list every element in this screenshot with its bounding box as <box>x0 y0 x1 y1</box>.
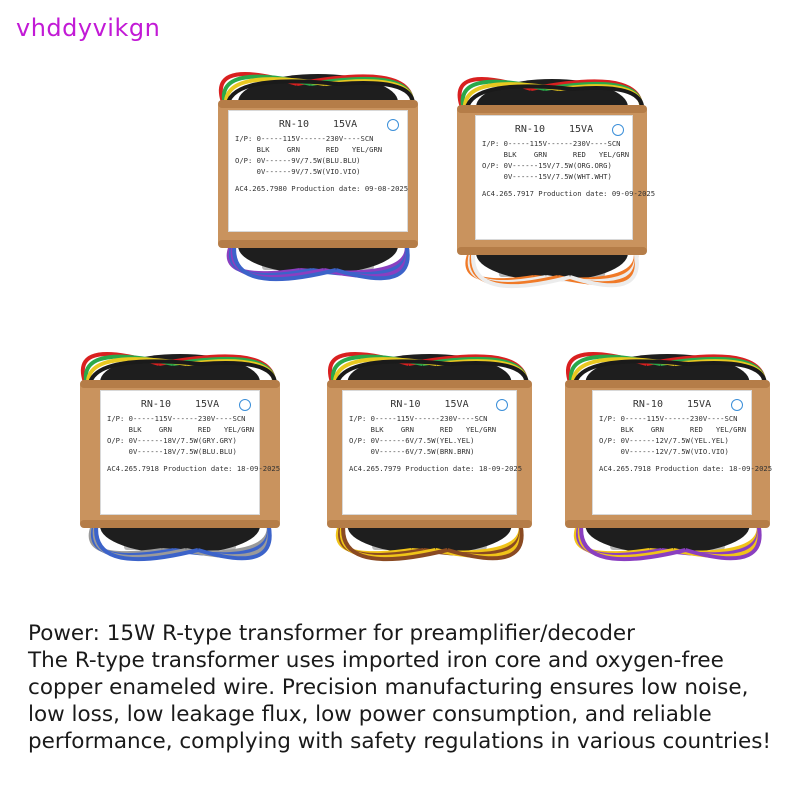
spec-label: RN-10 15VA I/P: 0-----115V------230V----S… <box>475 115 656 240</box>
power-rating: 15VA <box>687 399 712 410</box>
description-line: copper enameled wire. Precision manufact… <box>28 675 749 700</box>
output-spec-2: 0V------6V/7.5W(BRN.BRN) <box>349 447 475 456</box>
production-info: AC4.265.7918 Production date: 18-09-2025 <box>599 464 773 473</box>
output-wire <box>197 515 272 561</box>
model-name: RN-10 <box>390 399 421 410</box>
input-wire-colors: BLK GRN RED YEL/GRN <box>599 425 747 434</box>
input-spec: I/P: 0-----115V------230V----SCN <box>349 414 488 423</box>
output-wire <box>579 515 686 562</box>
production-info: AC4.265.7980 Production date: 09-08-2025 <box>235 184 409 193</box>
output-spec-1: O/P: 0V------9V/7.5W(BLU.BLU) <box>235 156 361 165</box>
output-wire <box>471 242 571 289</box>
model-name: RN-10 <box>140 399 171 410</box>
output-wire <box>684 515 762 561</box>
model-name: RN-10 <box>278 119 309 130</box>
input-spec: I/P: 0-----115V------230V----SCN <box>599 414 738 423</box>
production-info: AC4.265.7918 Production date: 18-09-2025 <box>107 464 281 473</box>
power-rating: 15VA <box>444 399 469 410</box>
output-wire <box>341 515 448 562</box>
output-spec-2: 0V------15V/7.5W(WHT.WHT) <box>482 172 612 181</box>
input-spec: I/P: 0-----115V------230V----SCN <box>235 134 374 143</box>
input-spec: I/P: 0-----115V------230V----SCN <box>107 414 246 423</box>
input-spec: I/P: 0-----115V------230V----SCN <box>482 139 621 148</box>
input-wire-colors: BLK GRN RED YEL/GRN <box>235 145 383 154</box>
input-wire-colors: BLK GRN RED YEL/GRN <box>349 425 497 434</box>
output-spec-2: 0V------12V/7.5W(VIO.VIO) <box>599 447 729 456</box>
model-rating: RN-10 15VA <box>599 399 745 410</box>
description-line: performance, complying with safety regul… <box>28 729 772 754</box>
output-spec-1: O/P: 0V------18V/7.5W(GRY.GRY) <box>107 436 237 445</box>
certification-logo-icon <box>239 399 251 411</box>
model-name: RN-10 <box>514 124 545 135</box>
certification-logo-icon <box>731 399 743 411</box>
power-rating: 15VA <box>333 119 358 130</box>
output-spec-1: O/P: 0V------12V/7.5W(YEL.YEL) <box>599 436 729 445</box>
description-line: low loss, low leakage flux, low power co… <box>28 702 712 727</box>
output-wire <box>94 515 199 562</box>
output-spec-2: 0V------9V/7.5W(VIO.VIO) <box>235 167 361 176</box>
power-rating: 15VA <box>195 399 220 410</box>
output-spec-1: O/P: 0V------15V/7.5W(ORG.ORG) <box>482 161 612 170</box>
production-info: AC4.265.7917 Production date: 09-09-2025 <box>482 189 656 198</box>
spec-label: RN-10 15VA I/P: 0-----115V------230V----S… <box>592 390 773 515</box>
spec-label: RN-10 15VA I/P: 0-----115V------230V----S… <box>228 110 408 232</box>
production-info: AC4.265.7979 Production date: 18-09-2025 <box>349 464 523 473</box>
model-name: RN-10 <box>632 399 663 410</box>
output-spec-1: O/P: 0V------6V/7.5W(YEL.YEL) <box>349 436 475 445</box>
brand-watermark: vhddyvikgn <box>16 14 161 42</box>
input-wire-colors: BLK GRN RED YEL/GRN <box>482 150 630 159</box>
output-wire <box>335 235 410 281</box>
output-wire <box>232 235 337 282</box>
certification-logo-icon <box>387 119 399 131</box>
output-spec-2: 0V------18V/7.5W(BLU.BLU) <box>107 447 237 456</box>
description-line: The R-type transformer uses imported iro… <box>28 648 724 673</box>
spec-label: RN-10 15VA I/P: 0-----115V------230V----S… <box>342 390 523 515</box>
certification-logo-icon <box>496 399 508 411</box>
model-rating: RN-10 15VA <box>235 119 401 130</box>
spec-label: RN-10 15VA I/P: 0-----115V------230V----S… <box>100 390 281 515</box>
model-rating: RN-10 15VA <box>482 124 626 135</box>
power-rating: 15VA <box>569 124 594 135</box>
output-wire <box>569 242 639 288</box>
transformer-product-4: RN-10 15VA I/P: 0-----115V------230V----S… <box>312 325 542 570</box>
transformer-product-5: RN-10 15VA I/P: 0-----115V------230V----S… <box>560 325 785 570</box>
input-wire-colors: BLK GRN RED YEL/GRN <box>107 425 255 434</box>
transformer-product-1: RN-10 15VA I/P: 0-----115V------230V----S… <box>200 60 440 290</box>
description-line: Power: 15W R-type transformer for preamp… <box>28 621 635 646</box>
model-rating: RN-10 15VA <box>107 399 253 410</box>
product-description: Power: 15W R-type transformer for preamp… <box>28 620 798 755</box>
transformer-product-3: RN-10 15VA I/P: 0-----115V------230V----S… <box>60 325 290 570</box>
transformer-product-2: RN-10 15VA I/P: 0-----115V------230V----S… <box>445 60 655 290</box>
certification-logo-icon <box>612 124 624 136</box>
output-wire <box>446 515 524 561</box>
model-rating: RN-10 15VA <box>349 399 510 410</box>
